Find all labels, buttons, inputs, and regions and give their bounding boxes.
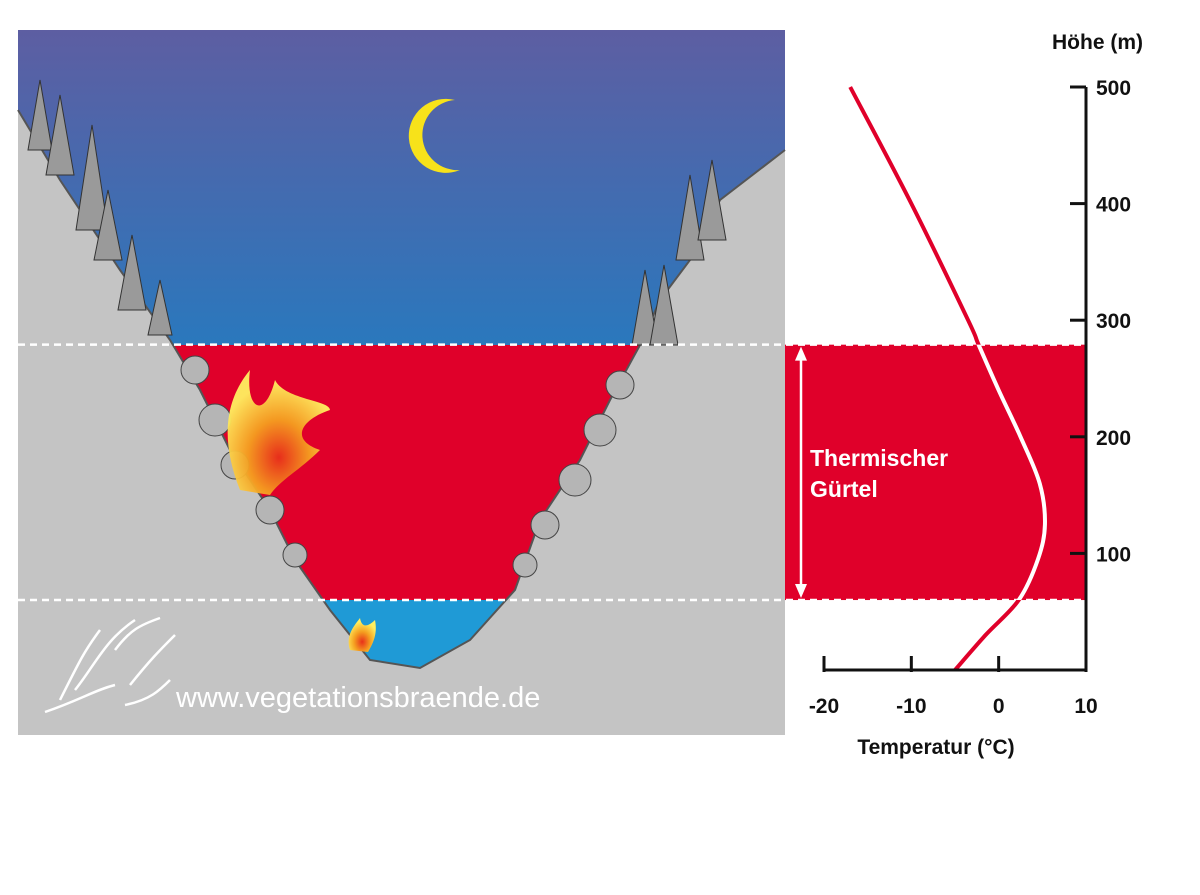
- bushes: [180, 355, 635, 578]
- valley-illustration: www.vegetationsbraende.de: [17, 30, 786, 735]
- y-tick-label: 100: [1096, 543, 1131, 566]
- x-tick-label: -10: [896, 695, 926, 718]
- x-tick-label: -20: [809, 695, 839, 718]
- small-fire-icon: [348, 618, 376, 652]
- y-tick-label: 400: [1096, 194, 1131, 217]
- band-label-line2: Gürtel: [810, 476, 878, 502]
- double-arrow-icon: [795, 346, 807, 599]
- arrow-head-up: [795, 346, 807, 361]
- y-axis-label: Höhe (m): [1052, 31, 1143, 54]
- band-label-line1: Thermischer: [810, 445, 948, 471]
- fire-icon: [227, 370, 330, 495]
- moon-icon: [408, 98, 460, 173]
- logo-tree-flame-icon: [44, 616, 176, 714]
- y-tick-label: 500: [1096, 77, 1131, 100]
- logo-text: www.vegetationsbraende.de: [175, 682, 540, 714]
- x-axis-label: Temperatur (°C): [857, 736, 1014, 759]
- temperature-curve-in-band: [976, 344, 1047, 601]
- y-tick-label: 300: [1096, 310, 1131, 333]
- valley-outline: [17, 109, 786, 670]
- arrow-head-down: [795, 584, 807, 599]
- night-sky: [18, 30, 785, 345]
- y-tick-label: 200: [1096, 427, 1131, 450]
- x-tick-label: 0: [993, 695, 1005, 718]
- trees: [27, 79, 727, 346]
- thermal-belt-band: [785, 344, 1086, 601]
- x-tick-label: 10: [1074, 695, 1097, 718]
